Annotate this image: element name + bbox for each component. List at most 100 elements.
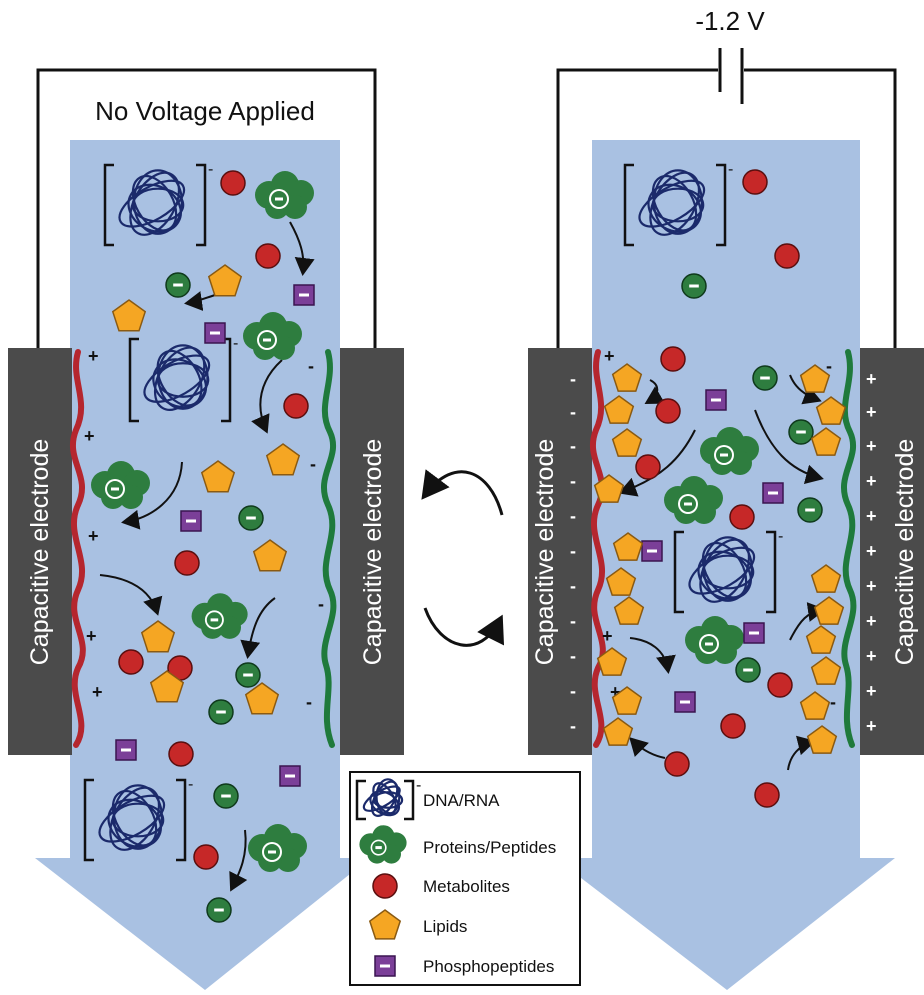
metabolite [193,844,219,870]
right-electrode-minus-signs: --- --- --- -- [570,369,576,736]
lipid [111,299,147,332]
protein [248,824,307,872]
left-motion-arrows [99,221,315,892]
svg-text:+: + [866,506,877,526]
left-panel-title: No Voltage Applied [95,96,315,126]
svg-text:+: + [86,626,97,646]
metabolite [220,170,246,196]
lipid [799,364,831,393]
phosphopeptide [374,955,396,977]
svg-text:+: + [866,576,877,596]
phosphopeptide [674,691,696,713]
legend-label-dna-rna: DNA/RNA [423,791,500,810]
svg-text:+: + [866,611,877,631]
metabolite [372,873,398,899]
right-panel-left-electrode [528,348,592,755]
legend-label-proteins-peptides: Proteins/Peptides [423,838,556,857]
phosphopeptide [204,322,226,344]
svg-text:+: + [866,646,877,666]
cycle-arrows [421,469,505,647]
peptide [206,897,232,923]
svg-text:+: + [604,346,615,366]
dna-rna: - [355,777,421,821]
legend: - DNA/RNA Proteins/Peptides Metabolites … [349,771,581,986]
lipid [265,443,301,476]
lipid [810,656,842,685]
peptide [208,699,234,725]
legend-icons: - [355,777,421,977]
right-panel: -1.2 V Capacitive electrode Capacitive e… [528,6,924,990]
peptide [165,272,191,298]
legend-label-lipids: Lipids [423,917,467,936]
protein [243,312,302,360]
protein [359,825,407,864]
lipid [368,909,402,940]
svg-text:-: - [570,611,576,631]
phosphopeptide [115,739,137,761]
lipid [149,670,185,703]
right-circuit-wire-right [744,68,897,350]
svg-text:-: - [570,716,576,736]
left-panel-right-electrode [340,348,404,755]
metabolite [283,393,309,419]
svg-text:-: - [570,576,576,596]
svg-text:-: - [570,541,576,561]
svg-text:-: - [830,692,836,712]
svg-text:-: - [570,471,576,491]
protein [700,427,759,475]
metabolite [664,751,690,777]
molecules-layer: - - - - - [83,161,847,923]
right-panel-right-electrode [860,348,924,755]
right-layer-signs: +++ -- [602,346,836,712]
svg-text:-: - [233,335,238,352]
phosphopeptide [293,284,315,306]
protein [664,476,723,524]
protein [91,461,150,509]
left-minus-signs: --- - [306,356,324,712]
metabolite [767,672,793,698]
metabolite [742,169,768,195]
svg-text:-: - [570,681,576,701]
lipid [200,460,236,493]
protein [255,171,314,219]
peptide [788,419,814,445]
phosphopeptide [743,622,765,644]
right-electrode-plus-signs: +++ +++ +++ ++ [866,369,877,736]
svg-text:+: + [866,716,877,736]
svg-text:-: - [570,369,576,389]
svg-text:-: - [778,528,783,545]
phosphopeptide [279,765,301,787]
svg-text:+: + [866,436,877,456]
svg-text:-: - [728,161,733,178]
svg-text:+: + [88,526,99,546]
dna-rna: - [128,335,238,423]
lipid [805,625,837,654]
lipid [140,620,176,653]
svg-text:-: - [208,161,213,178]
svg-text:+: + [866,681,877,701]
right-circuit-wire-left [556,68,718,350]
svg-text:+: + [84,426,95,446]
svg-text:-: - [416,777,421,794]
peptide [797,497,823,523]
lipid [252,539,288,572]
right-panel-left-electrode-label: Capacitive electrode [531,439,559,666]
svg-text:+: + [866,471,877,491]
cycle-arrow-top [421,469,504,516]
metabolite [720,713,746,739]
svg-text:+: + [88,346,99,366]
legend-label-metabolites: Metabolites [423,877,510,896]
metabolite [118,649,144,675]
lipid [813,596,845,625]
right-panel-right-electrode-label: Capacitive electrode [891,439,919,666]
metabolite [774,243,800,269]
svg-text:-: - [570,436,576,456]
dna-rna: - [83,776,193,862]
svg-text:+: + [866,402,877,422]
lipid [207,264,243,297]
voltage-label: -1.2 V [695,6,765,36]
left-panel-left-electrode-label: Capacitive electrode [26,439,54,666]
peptide [238,505,264,531]
right-negative-layer [840,349,857,748]
